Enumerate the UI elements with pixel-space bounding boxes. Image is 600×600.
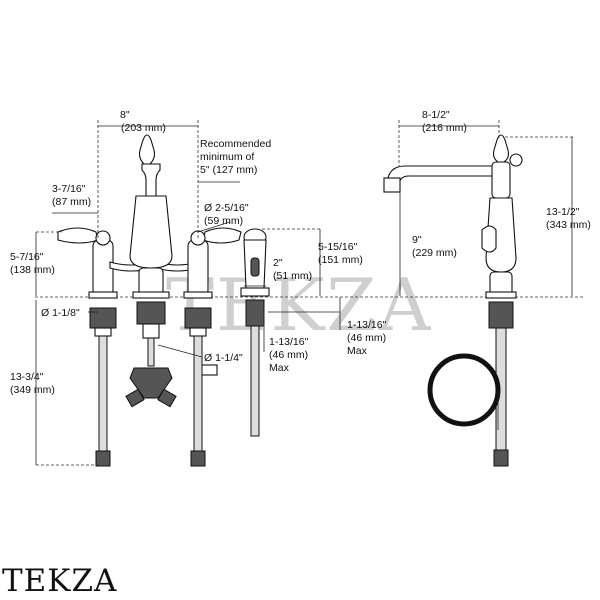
side-supply-fitting — [493, 449, 509, 467]
label-total-height: 13-1/2" — [546, 206, 580, 218]
right-lever-handle — [202, 227, 242, 244]
spout-neck — [141, 163, 161, 197]
label-below-deck: 13-3/4" — [10, 371, 44, 383]
side-mount-nut — [488, 301, 514, 329]
label-body-dia: Ø 1-1/4" — [204, 352, 243, 364]
label-spray-dia-mm: (51 mm) — [273, 270, 312, 282]
coiled-hose-inner — [433, 359, 495, 421]
left-supply-line — [98, 335, 108, 452]
spray-trigger — [250, 257, 260, 277]
spout-escutcheon — [132, 291, 170, 299]
right-valve-base — [183, 291, 213, 299]
dimension-lines — [35, 120, 575, 466]
label-shank-dia: Ø 1-1/8" — [41, 307, 80, 319]
side-handle-knob — [509, 153, 523, 167]
label-handle-offset-mm: (87 mm) — [52, 196, 91, 208]
left-valve-nut — [89, 307, 117, 329]
label-spout-height-mm: (229 mm) — [412, 247, 457, 259]
side-lever — [481, 225, 497, 253]
spout-column — [129, 195, 173, 269]
spout-finial — [138, 134, 156, 165]
label-deck-max-mm: (46 mm) — [347, 332, 386, 344]
label-rec-min-1: Recommended — [200, 138, 271, 150]
side-spray — [240, 228, 270, 437]
label-width-8: 8" — [120, 109, 130, 121]
spray-hose — [250, 325, 260, 437]
label-spray-dia: 2" — [273, 257, 283, 269]
left-valve-base — [88, 291, 118, 299]
spray-base — [240, 287, 270, 297]
spout-arm-side — [386, 165, 502, 187]
side-escutcheon — [485, 291, 517, 299]
spray-mount-nut — [245, 299, 265, 327]
label-reach-mm: (216 mm) — [422, 122, 467, 134]
label-deck-max: 1-13/16" — [347, 319, 387, 331]
coiled-hose-outer — [427, 353, 501, 427]
spout-mount-nut — [136, 301, 166, 325]
label-hole-dia-mm: (59 mm) — [204, 215, 243, 227]
spout-tip — [383, 177, 401, 193]
mixing-tee — [129, 367, 173, 399]
right-supply-fitting — [190, 450, 206, 467]
label-handle-offset: 3-7/16" — [52, 183, 86, 195]
bridge-faucet-front-view — [57, 134, 242, 467]
label-spray-height: 5-15/16" — [318, 241, 358, 253]
left-supply-fitting — [95, 450, 111, 467]
label-rec-min-2: minimum of — [200, 151, 254, 163]
side-column-upper — [491, 161, 511, 199]
left-valve-shank — [94, 327, 112, 337]
label-hole-dia: Ø 2-5/16" — [204, 202, 249, 214]
bridge-faucet-side-view — [383, 134, 523, 467]
label-spray-deck-mm: (46 mm) — [269, 349, 308, 361]
left-lever-handle — [57, 227, 99, 244]
right-valve-nut — [184, 307, 212, 329]
right-valve-body — [187, 239, 209, 297]
label-width-8-mm: (203 mm) — [121, 122, 166, 134]
label-spout-height: 9" — [412, 234, 422, 246]
right-valve-shank — [189, 327, 207, 337]
tee-left-outlet — [125, 388, 145, 408]
label-handle-height: 5-7/16" — [10, 251, 44, 263]
label-spray-deck-max: Max — [269, 362, 290, 374]
left-handle-hub — [95, 230, 111, 246]
label-deck-max-word: Max — [347, 345, 368, 357]
watermark: TEKZA — [166, 263, 432, 347]
label-spray-deck: 1-13/16" — [269, 336, 309, 348]
label-below-deck-mm: (349 mm) — [10, 384, 55, 396]
label-handle-height-mm: (138 mm) — [10, 264, 55, 276]
label-reach: 8-1/2" — [422, 109, 450, 121]
dimension-labels: 8" (203 mm) Recommended minimum of 5" (1… — [10, 109, 591, 396]
right-supply-line — [193, 335, 203, 452]
spout-shank — [142, 323, 160, 339]
label-rec-min-3: 5" (127 mm) — [200, 164, 257, 176]
spout-tube — [147, 337, 155, 367]
label-total-height-mm: (343 mm) — [546, 219, 591, 231]
brand-logo-text: TEKZA — [2, 563, 118, 599]
tee-right-outlet — [157, 388, 177, 408]
side-finial — [492, 134, 510, 163]
label-spray-height-mm: (151 mm) — [318, 254, 363, 266]
